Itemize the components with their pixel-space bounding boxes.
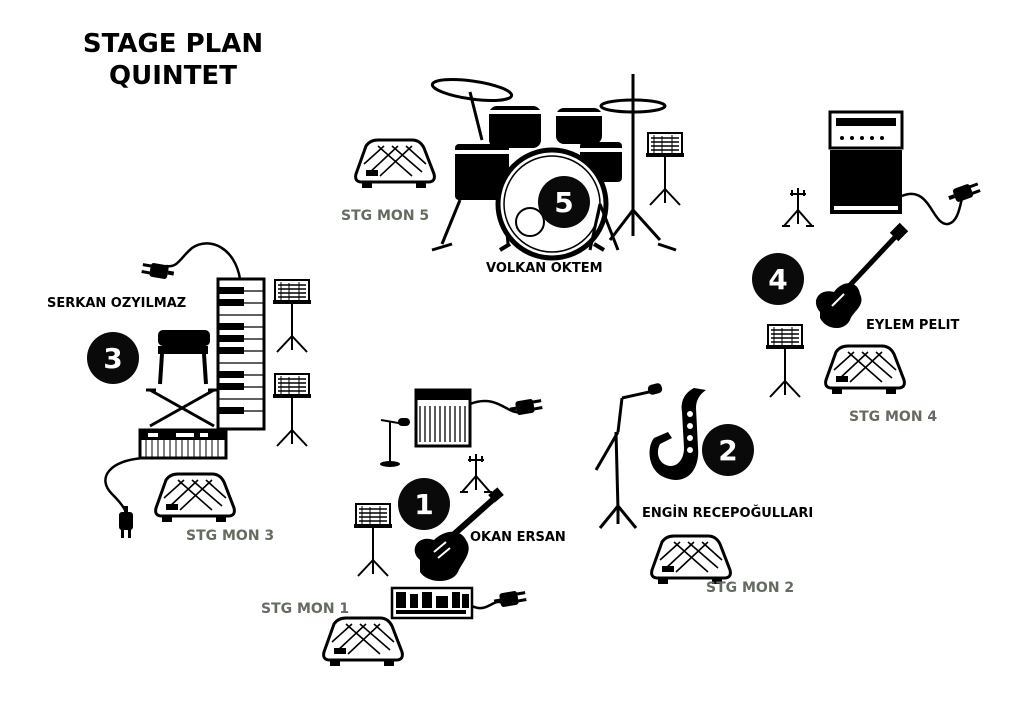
performer-name: EYLEM PELIT: [866, 318, 960, 333]
floor-monitor-icon: [322, 616, 404, 668]
electric-guitar-icon: [414, 487, 504, 581]
floor-monitor-icon: [354, 138, 436, 190]
performer-number-badge: 2: [702, 424, 754, 476]
monitor-label: STG MON 1: [261, 601, 350, 617]
guitar-amp-icon: [414, 388, 472, 448]
drum-kit-icon: [430, 74, 677, 261]
bench-icon: [158, 330, 210, 385]
music-stand-icon: [272, 279, 312, 353]
page-title: STAGE PLAN QUINTET: [58, 28, 288, 92]
music-stand-icon: [353, 503, 393, 577]
music-stand-icon: [645, 132, 685, 206]
performer-number-badge: 1: [398, 478, 450, 530]
performer-name: VOLKAN OKTEM: [486, 261, 603, 276]
monitor-label: STG MON 5: [341, 208, 430, 224]
bass-guitar-icon: [815, 222, 909, 329]
guitar-stand-icon: [459, 453, 493, 493]
monitor-label: STG MON 2: [706, 580, 795, 596]
power-plug-icon: [119, 506, 133, 538]
floor-monitor-icon: [824, 344, 906, 396]
saxophone-icon: [649, 388, 706, 480]
power-plug-icon: [493, 589, 527, 609]
guitar-stand-icon: [781, 187, 815, 227]
performer-number-badge: 5: [538, 176, 590, 228]
pedalboard-icon: [390, 586, 474, 620]
microphone-stand-icon: [380, 418, 410, 467]
music-stand-icon: [272, 373, 312, 447]
keyboard-icon: [138, 277, 266, 460]
title-line-2: QUINTET: [109, 61, 237, 91]
performer-name: OKAN ERSAN: [470, 530, 566, 545]
music-stand-icon: [765, 324, 805, 398]
monitor-label: STG MON 4: [849, 409, 938, 425]
power-plug-icon: [141, 261, 175, 281]
power-plug-icon: [509, 397, 543, 417]
floor-monitor-icon: [650, 534, 732, 586]
performer-name: SERKAN OZYILMAZ: [47, 296, 187, 311]
performer-name: ENGİN RECEPOĞULLARI: [642, 506, 814, 521]
performer-number-badge: 3: [87, 332, 139, 384]
mic-stand-icon: [594, 383, 663, 529]
monitor-label: STG MON 3: [186, 528, 275, 544]
performer-number-badge: 4: [752, 253, 804, 305]
floor-monitor-icon: [154, 472, 236, 524]
power-plug-icon: [946, 180, 982, 205]
title-line-1: STAGE PLAN: [82, 29, 264, 59]
bass-amp-icon: [828, 110, 904, 214]
